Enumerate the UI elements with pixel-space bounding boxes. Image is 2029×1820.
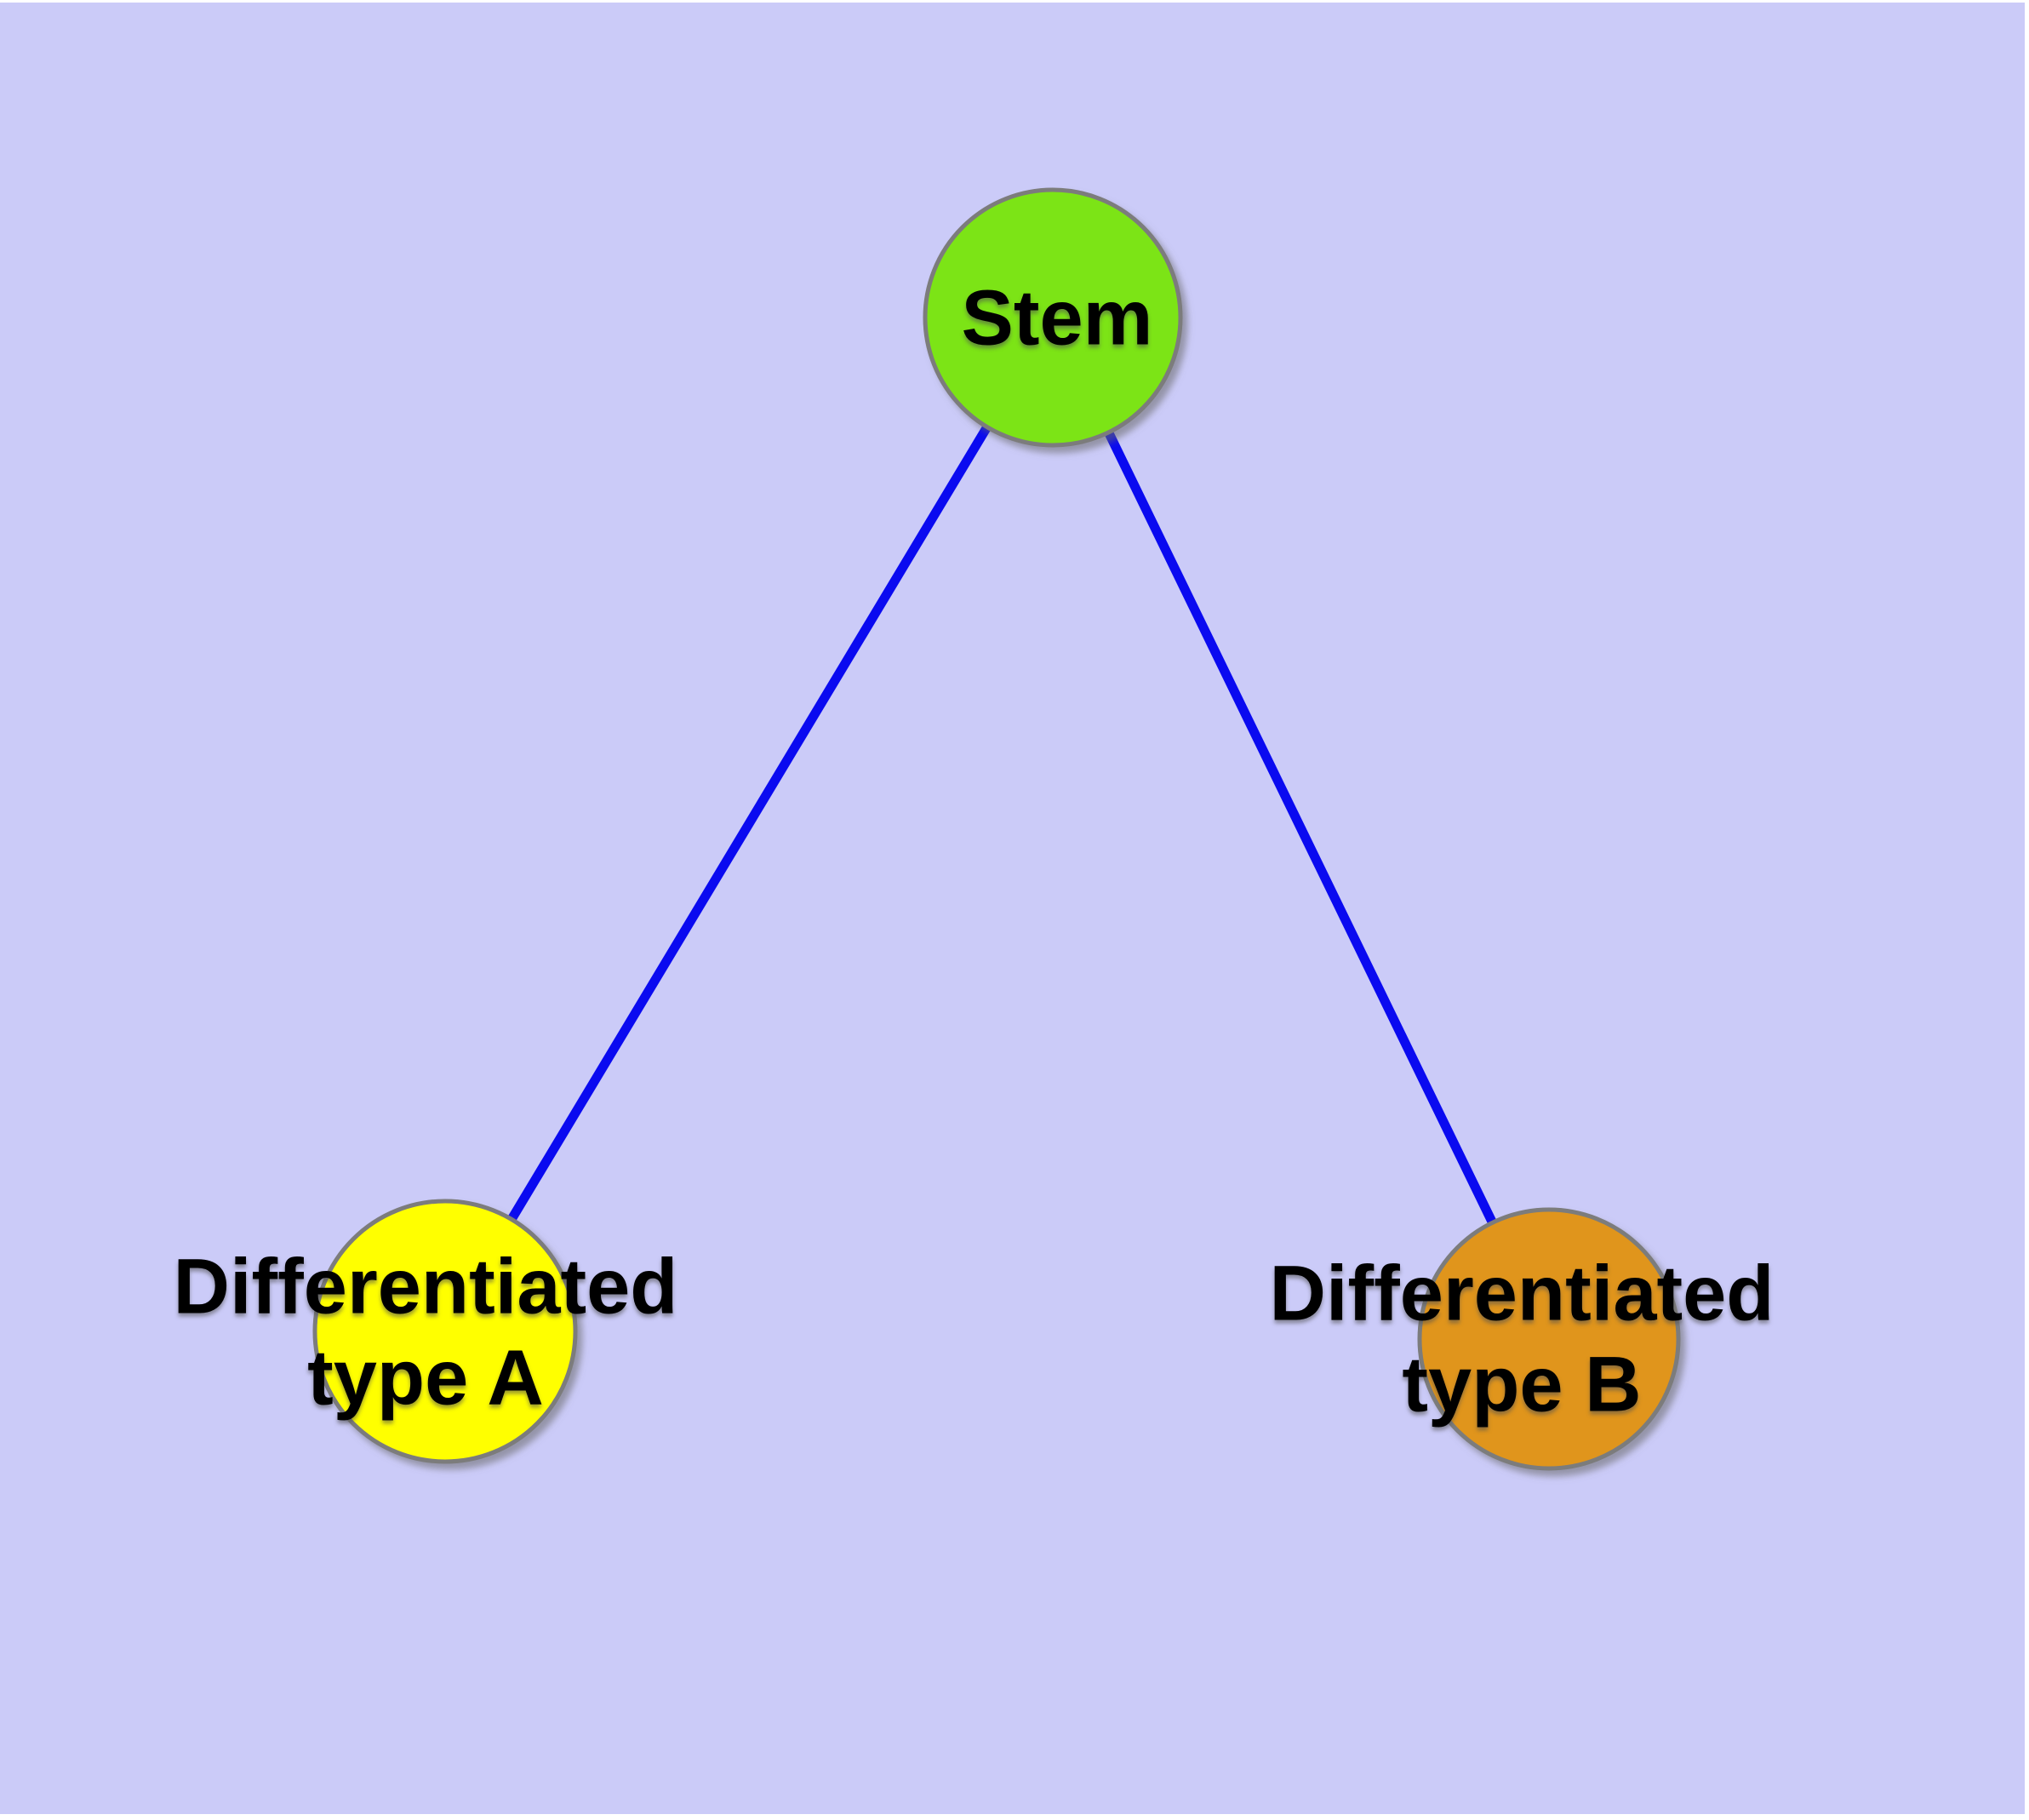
node-type-b-circle	[1417, 1207, 1681, 1471]
node-stem-label-text: Stem	[961, 274, 1153, 362]
node-type-a-label-line2: type A	[307, 1334, 544, 1421]
node-type-a-label-line1: Differentiated	[173, 1243, 678, 1331]
node-type-b-label-line2: type B	[1402, 1341, 1642, 1428]
node-type-a-circle	[312, 1199, 578, 1464]
node-stem-label: Stem	[962, 273, 1153, 364]
edge-stem-to-type-a	[440, 315, 1057, 1334]
node-type-a-label: Differentiated type A	[174, 1241, 678, 1422]
node-stem-circle	[923, 187, 1183, 448]
edge-stem-to-type-b	[1049, 315, 1553, 1342]
node-type-b-label: Differentiated type B	[1270, 1248, 1775, 1429]
node-type-b-label-line1: Differentiated	[1269, 1250, 1775, 1337]
